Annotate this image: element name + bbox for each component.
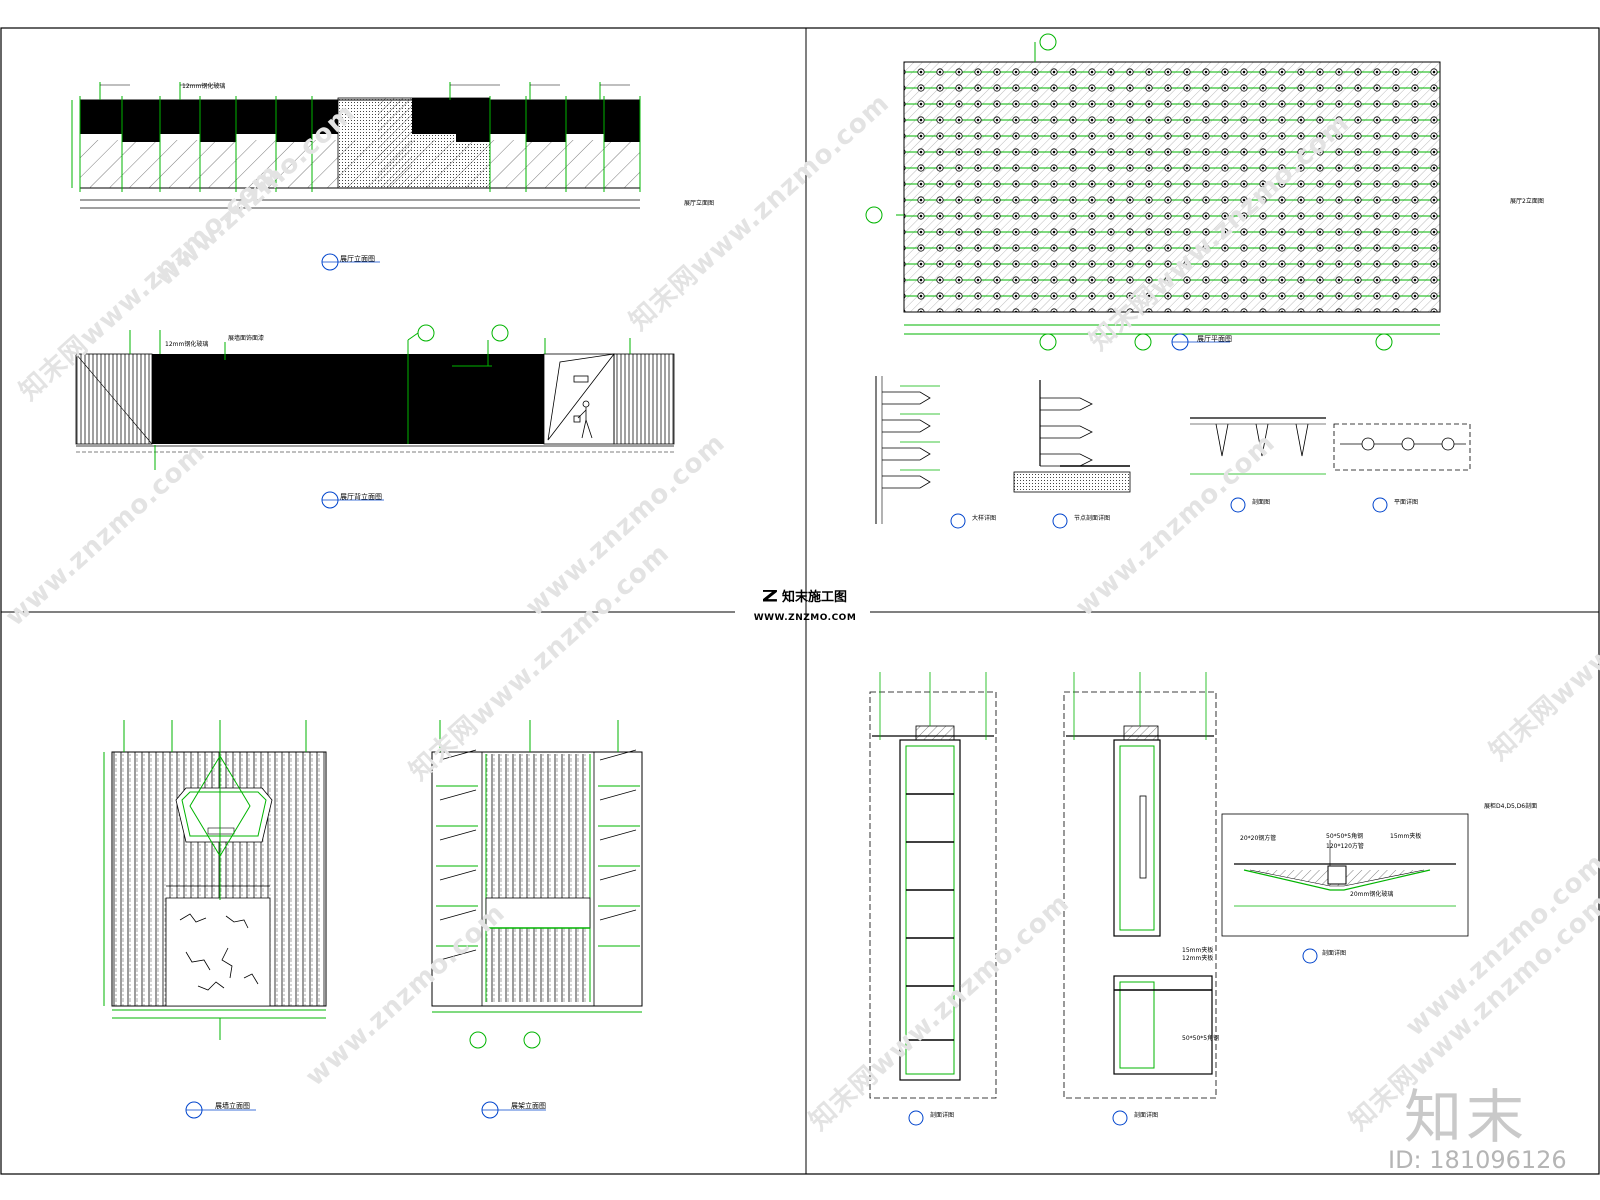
detail-d: 平面详图 [1333,423,1471,513]
annotation-angle-50: 50*50*5角钢 [1326,832,1363,840]
brand-url: WWW.ZNZMO.COM [753,613,857,623]
annotation-glass: 12mm钢化玻璃 [182,82,225,90]
detail-c-title: 剖面图 [1252,498,1270,506]
marble-veins [179,913,259,991]
annotation-tube-120: 120*120方管 [1326,842,1364,850]
logo-icon [762,589,777,602]
section-right: 20*20钢方管 50*50*5角钢 120*120方管 15mm夹板 20mm… [1221,802,1537,964]
annotation-paint: 展墙面饰面漆 [228,334,264,342]
drawing-id: ID: 181096126 [1388,1146,1567,1174]
wall-right-title: 展架立面图 [511,1101,546,1110]
brand-logo: 知末施工图 WWW.ZNZMO.COM [750,585,860,623]
annotation-glass-20: 20mm钢化玻璃 [1350,890,1393,898]
section-right-heading: 展柜D4,D5,D6剖面 [1484,802,1537,810]
label-panel-plan: 展厅平面图 [1171,333,1232,351]
annotation-plywood-15: 15mm夹板 [1182,946,1213,954]
label-wall-right: 展架立面图 [481,1101,546,1119]
sheet-frame [0,27,1600,1175]
elev-right-note: 展厅2立面图 [1510,197,1544,205]
detail-b: 节点剖面详图 [1013,380,1131,529]
label-elev-back: 展厅背立面图 [321,491,384,509]
annotation-angle-steel: 50*50*5角钢 [1182,1034,1219,1042]
elev-front-side-note: 展厅立面图 [684,199,714,207]
detail-a: 大样详图 [875,376,996,529]
annotation-plywood-12: 12mm夹板 [1182,954,1213,962]
section-mid-title: 剖面详图 [1134,1111,1158,1119]
corner-brand: 知末 [1404,1083,1529,1151]
panel-plan [865,33,1441,351]
elev-front-title: 展厅立面图 [340,254,375,263]
section-left: 剖面详图 [869,672,997,1126]
annotation-tube-20: 20*20钢方管 [1240,834,1276,842]
scale-figure [573,375,593,439]
annotation-plywood: 15mm夹板 [1390,832,1421,840]
section-right-title: 剖面详图 [1322,949,1346,957]
elevation-front: 12mm钢化玻璃 [71,82,641,209]
section-mid: 剖面详图 15mm夹板 12mm夹板 50*50*5角钢 [1063,672,1219,1126]
brand-name: 知末施工图 [782,590,848,605]
wall-elevation-right [431,720,643,1049]
panel-plan-title: 展厅平面图 [1197,335,1232,343]
elev-back-title: 展厅背立面图 [340,492,382,501]
label-wall-left: 展墙立面图 [185,1101,256,1119]
detail-d-title: 平面详图 [1394,498,1418,506]
annotation-glass-2: 12mm钢化玻璃 [165,340,208,348]
wall-left-title: 展墙立面图 [215,1101,250,1110]
detail-b-title: 节点剖面详图 [1074,514,1110,522]
elevation-back: 展墙面饰面漆 12mm钢化玻璃 [75,324,675,470]
label-elev-front: 展厅立面图 [321,253,380,271]
detail-c: 剖面图 [1190,417,1326,513]
section-left-title: 剖面详图 [930,1111,954,1119]
wall-elevation-left [103,720,327,1040]
detail-a-title: 大样详图 [972,514,996,522]
